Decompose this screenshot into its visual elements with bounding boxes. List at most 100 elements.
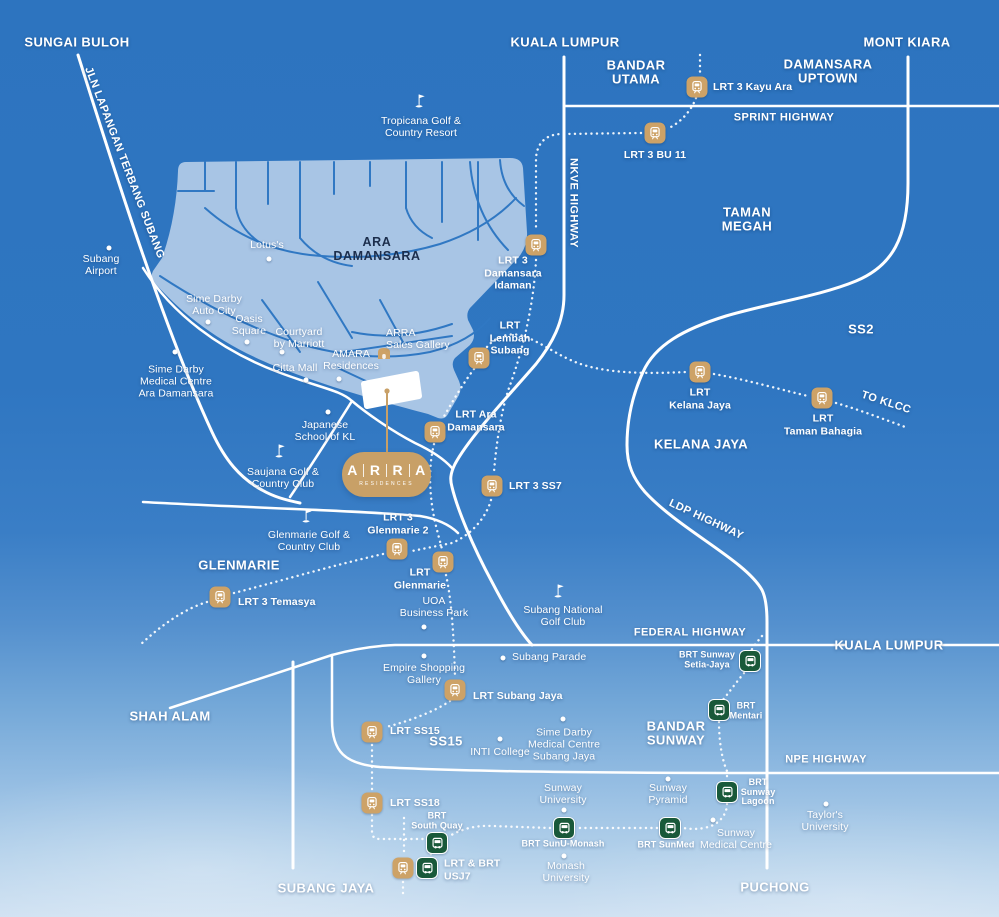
label-line: UTAMA bbox=[612, 71, 660, 86]
train-icon bbox=[692, 80, 702, 94]
label-line: BRT SunU-Monash bbox=[521, 838, 605, 849]
label-line: Sime Darby bbox=[148, 363, 204, 376]
label-line: Medical Centre bbox=[139, 375, 212, 388]
logo-letter: R bbox=[369, 462, 381, 478]
golf-flag-icon-glenmarie-golf-country-club bbox=[301, 509, 316, 530]
region-label-kelana-jaya: KELANA JAYA bbox=[654, 437, 748, 451]
label-line: Sime Darby bbox=[186, 293, 242, 306]
label-line: BANDAR bbox=[646, 718, 706, 734]
region-label-ss15: SS15 bbox=[429, 734, 462, 748]
label-line: ARA bbox=[362, 235, 392, 249]
train-icon bbox=[430, 425, 440, 439]
logo-letter-separator bbox=[386, 463, 387, 477]
poi-dot-sime-darby-medical-centre-ara-damansara bbox=[172, 349, 178, 355]
label-line: Damansara bbox=[484, 266, 542, 279]
label-line: SS2 bbox=[848, 321, 874, 337]
lrt-station-icon-lrt-glenmarie bbox=[432, 551, 454, 573]
lrt-station-icon-lrt-taman-bahagia bbox=[811, 387, 833, 409]
label-line: Tropicana Golf & bbox=[381, 115, 461, 128]
label-line: LRT Ara bbox=[455, 408, 497, 421]
poi-dot-uoa-business-park bbox=[421, 624, 427, 630]
logo-letter-separator bbox=[363, 463, 365, 477]
highway-label-npe-highway: NPE HIGHWAY bbox=[785, 753, 867, 766]
label-line: Ara Damansara bbox=[138, 386, 214, 399]
label-line: UPTOWN bbox=[798, 70, 858, 85]
label-line: Country Club bbox=[251, 478, 315, 490]
train-icon bbox=[438, 555, 448, 569]
label-line: BRT SunMed bbox=[637, 839, 695, 850]
lrt-station-icon-lrt-lembah-subang bbox=[468, 347, 490, 369]
label-line: Lotus's bbox=[250, 239, 284, 252]
label-line: Subang bbox=[490, 344, 530, 357]
lrt-station-icon-lrt-ss15 bbox=[361, 721, 383, 743]
highway-lines bbox=[76, 53, 999, 870]
station-label-lrt-subang-jaya: LRT Subang Jaya bbox=[473, 690, 563, 703]
poi-label-tropicana-golf-country-resort: Tropicana Golf &Country Resort bbox=[381, 115, 461, 140]
label-line: Medical Centre bbox=[527, 738, 601, 751]
label-line: UOA bbox=[422, 595, 446, 608]
label-line: MONT KIARA bbox=[863, 34, 951, 50]
road-branch bbox=[288, 399, 354, 499]
label-line: Lembah bbox=[489, 331, 531, 344]
poi-label-subang-parade: Subang Parade bbox=[512, 651, 587, 664]
label-line: LRT 3 bbox=[383, 511, 413, 524]
train-icon bbox=[215, 590, 225, 604]
road-ara-damansara-edge bbox=[141, 266, 454, 470]
label-line: University bbox=[801, 821, 849, 833]
label-line: LRT SS15 bbox=[390, 724, 440, 737]
brt-station-icon-brt-south-quay bbox=[426, 832, 448, 854]
label-line: SHAH ALAM bbox=[129, 708, 211, 724]
label-line: NPE HIGHWAY bbox=[785, 753, 867, 766]
golf-flag-icon bbox=[302, 509, 312, 523]
poi-dot-citta-mall bbox=[303, 377, 309, 383]
label-line: Subang Parade bbox=[512, 651, 587, 664]
ara-damansara-area bbox=[151, 158, 528, 419]
label-line: Japanese bbox=[301, 419, 349, 432]
label-line: Sunway bbox=[649, 782, 687, 795]
station-label-lrt-3-bu-11: LRT 3 BU 11 bbox=[624, 149, 686, 162]
station-label-lrt-3-kayu-ara: LRT 3 Kayu Ara bbox=[713, 81, 792, 94]
brt-station-icon-brt-sunu-monash bbox=[553, 817, 575, 839]
poi-dot-inti-college bbox=[497, 736, 503, 742]
label-line: PUCHONG bbox=[740, 879, 810, 895]
label-line: Kelana Jaya bbox=[669, 399, 731, 411]
train-icon bbox=[487, 479, 497, 493]
label-line: NKVE HIGHWAY bbox=[567, 158, 580, 248]
train-icon bbox=[531, 238, 541, 252]
region-label-shah-alam: SHAH ALAM bbox=[129, 709, 210, 723]
label-line: Subang National bbox=[523, 604, 603, 617]
train-icon bbox=[398, 861, 408, 875]
region-label-sungai-buloh: SUNGAI BULOH bbox=[24, 35, 129, 49]
highway-label-nkve-highway: NKVE HIGHWAY bbox=[567, 158, 580, 248]
poi-dot-sunway-university bbox=[561, 807, 567, 813]
label-line: Glenmarie Golf & bbox=[267, 529, 351, 542]
brt-station-icon-lrt-brt-usj7 bbox=[416, 857, 438, 879]
label-line: Idaman bbox=[494, 279, 532, 292]
label-line: SPRINT HIGHWAY bbox=[733, 111, 835, 124]
label-line: AMARA bbox=[332, 348, 370, 361]
bus-icon bbox=[558, 822, 570, 833]
label-line: Sunway bbox=[544, 782, 582, 795]
logo-letter: A bbox=[415, 462, 426, 478]
label-line: TAMAN bbox=[723, 204, 771, 220]
golf-flag-icon-tropicana-golf-country-resort bbox=[414, 94, 429, 115]
label-line: Empire Shopping bbox=[382, 662, 466, 675]
sales-gallery-icon bbox=[378, 348, 390, 359]
train-icon bbox=[695, 365, 705, 379]
station-label-lrt-ss15: LRT SS15 bbox=[390, 725, 440, 738]
poi-dot-sime-darby-auto-city bbox=[205, 319, 211, 325]
